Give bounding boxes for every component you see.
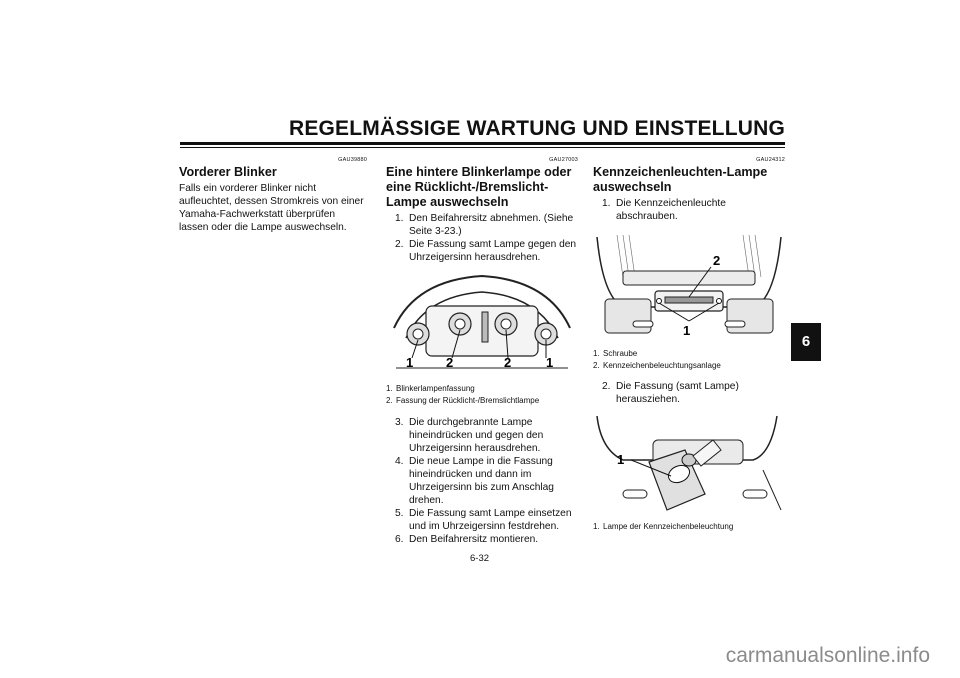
figure-label: 2 bbox=[446, 355, 453, 370]
section-body: Falls ein vorderer Blinker nicht aufleuc… bbox=[179, 183, 364, 233]
header-rule bbox=[180, 142, 785, 145]
step-list: 1. Die Kennzeichenleuchte abschrauben. bbox=[593, 197, 785, 223]
column-rear-lamp: GAU27003 Eine hintere Blinkerlampe oder … bbox=[386, 150, 578, 546]
figure-caption: 1.Blinkerlampenfassung 2.Fassung der Rüc… bbox=[386, 383, 578, 407]
step-text: Die Fassung samt Lampe gegen den Uhrzeig… bbox=[409, 239, 577, 263]
header-rule-thin bbox=[180, 147, 785, 148]
step-number: 4. bbox=[395, 456, 404, 467]
caption-text: Schraube bbox=[603, 349, 638, 358]
caption-number: 2. bbox=[386, 396, 393, 405]
figure-caption: 1.Schraube 2.Kennzeichenbeleuchtungsanla… bbox=[593, 348, 785, 372]
section-heading: Kennzeichenleuchten-Lampe auswechseln bbox=[593, 165, 768, 194]
caption-text: Lampe der Kennzeichenbeleuchtung bbox=[603, 522, 734, 531]
column-front-turn-signal: GAU39880 Vorderer Blinker Falls ein vord… bbox=[179, 150, 367, 234]
step-item: 5. Die Fassung samt Lampe einsetzen und i… bbox=[386, 507, 578, 533]
step-item: 1. Die Kennzeichenleuchte abschrauben. bbox=[593, 197, 785, 223]
step-number: 1. bbox=[602, 198, 611, 209]
caption-number: 1. bbox=[593, 522, 600, 531]
license-lamp-illustration: 2 1 bbox=[593, 227, 785, 345]
watermark: carmanualsonline.info bbox=[725, 644, 930, 667]
step-item: 2. Die Fassung samt Lampe gegen den Uhrze… bbox=[386, 238, 578, 264]
step-text: Die Fassung (samt Lampe) herausziehen. bbox=[616, 381, 739, 405]
chapter-tab: 6 bbox=[791, 323, 821, 361]
figure-label: 1 bbox=[683, 323, 690, 338]
step-number: 2. bbox=[395, 239, 404, 250]
step-text: Die Fassung samt Lampe einsetzen und im … bbox=[409, 508, 572, 532]
page-number: 6-32 bbox=[470, 553, 490, 564]
section-heading: Eine hintere Blinkerlampe oder eine Rück… bbox=[386, 165, 572, 209]
caption-text: Kennzeichenbeleuchtungsanlage bbox=[603, 361, 721, 370]
caption-text: Fassung der Rücklicht-/Bremslichtlampe bbox=[396, 396, 540, 405]
section-code: GAU39880 bbox=[338, 157, 367, 163]
step-text: Die Kennzeichenleuchte abschrauben. bbox=[616, 198, 726, 222]
column-license-plate-lamp: GAU24312 Kennzeichenleuchten-Lampe auswe… bbox=[593, 150, 785, 533]
figure-label: 2 bbox=[713, 253, 720, 268]
step-number: 1. bbox=[395, 213, 404, 224]
step-item: 1. Den Beifahrersitz abnehmen. (Siehe Sei… bbox=[386, 212, 578, 238]
caption-text: Blinkerlampenfassung bbox=[396, 384, 475, 393]
figure-label: 1 bbox=[617, 452, 624, 467]
step-list: 3. Die durchgebrannte Lampe hineindrücken… bbox=[386, 416, 578, 546]
figure-caption: 1.Lampe der Kennzeichenbeleuchtung bbox=[593, 521, 785, 533]
caption-number: 2. bbox=[593, 361, 600, 370]
step-number: 6. bbox=[395, 534, 404, 545]
rear-lamp-illustration: 1 2 2 1 bbox=[386, 268, 578, 380]
step-item: 6. Den Beifahrersitz montieren. bbox=[386, 533, 578, 546]
step-item: 4. Die neue Lampe in die Fassung hineindr… bbox=[386, 455, 578, 507]
page-title: REGELMÄSSIGE WARTUNG UND EINSTELLUNG bbox=[288, 117, 785, 140]
step-item: 2. Die Fassung (samt Lampe) herausziehen. bbox=[593, 380, 785, 406]
step-text: Die neue Lampe in die Fassung hineindrüc… bbox=[409, 456, 554, 506]
step-list: 2. Die Fassung (samt Lampe) herausziehen. bbox=[593, 380, 785, 406]
step-list: 1. Den Beifahrersitz abnehmen. (Siehe Sei… bbox=[386, 212, 578, 264]
section-code: GAU24312 bbox=[756, 157, 785, 163]
step-number: 5. bbox=[395, 508, 404, 519]
section-code: GAU27003 bbox=[549, 157, 578, 163]
step-text: Den Beifahrersitz montieren. bbox=[409, 534, 539, 545]
step-text: Den Beifahrersitz abnehmen. (Siehe Seite… bbox=[409, 213, 574, 237]
figure-label: 2 bbox=[504, 355, 511, 370]
figure-label: 1 bbox=[546, 355, 553, 370]
caption-number: 1. bbox=[386, 384, 393, 393]
section-heading: Vorderer Blinker bbox=[179, 165, 277, 179]
step-text: Die durchgebrannte Lampe hineindrücken u… bbox=[409, 417, 544, 454]
lamp-socket-illustration: 1 bbox=[593, 410, 785, 518]
step-number: 2. bbox=[602, 381, 611, 392]
figure-label: 1 bbox=[406, 355, 413, 370]
caption-number: 1. bbox=[593, 349, 600, 358]
step-number: 3. bbox=[395, 417, 404, 428]
step-item: 3. Die durchgebrannte Lampe hineindrücken… bbox=[386, 416, 578, 455]
